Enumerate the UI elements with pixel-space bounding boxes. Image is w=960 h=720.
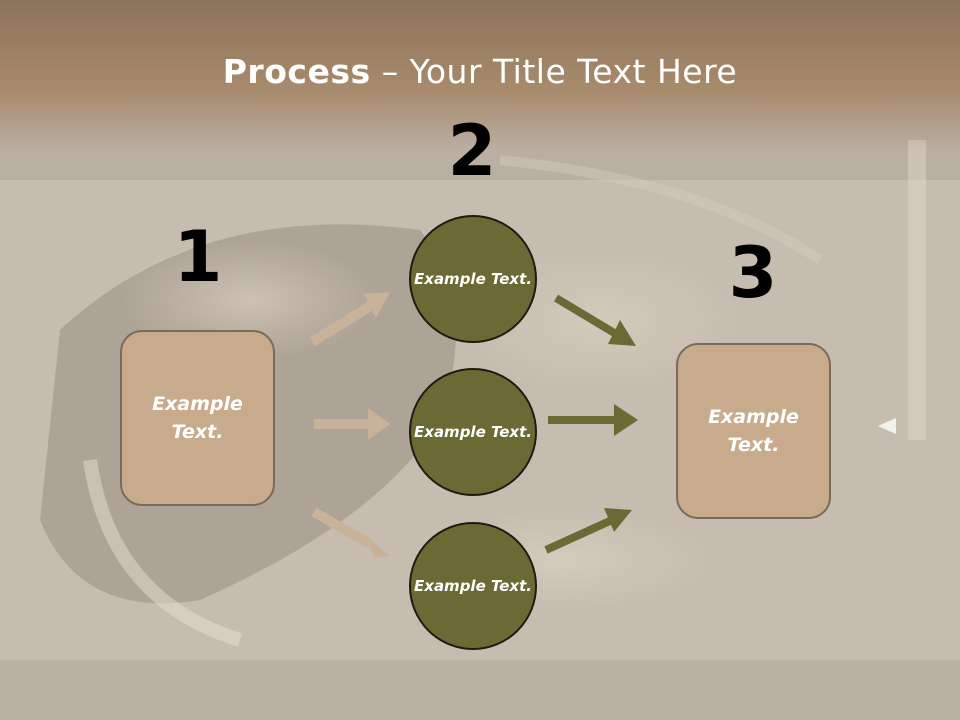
circle-middle-text: Example Text. (414, 422, 532, 441)
right-box: Example Text. (676, 343, 831, 519)
title-bold: Process (222, 52, 371, 91)
arrow-from-bottom-circle (544, 508, 632, 554)
right-box-text: Example Text. (708, 405, 799, 457)
arrow-to-bottom-circle (311, 507, 390, 558)
step-number-3: 3 (728, 232, 778, 314)
step-number-2: 2 (447, 110, 497, 192)
circle-top-text: Example Text. (414, 269, 532, 288)
title-rest: – Your Title Text Here (370, 52, 738, 91)
header-band (0, 0, 960, 150)
circle-top: Example Text. (409, 215, 537, 343)
arrow-to-middle-circle (314, 408, 390, 440)
arrow-to-top-circle (309, 292, 390, 347)
circle-bottom-text: Example Text. (414, 576, 532, 595)
left-box-text: Example Text. (152, 392, 243, 444)
arrow-from-middle-circle (548, 404, 638, 436)
circle-middle: Example Text. (409, 368, 537, 496)
left-box: Example Text. (120, 330, 275, 506)
step-number-1: 1 (173, 216, 223, 298)
slide-title: Process – Your Title Text Here (0, 52, 960, 91)
circle-bottom: Example Text. (409, 522, 537, 650)
arrow-from-top-circle (553, 294, 636, 346)
